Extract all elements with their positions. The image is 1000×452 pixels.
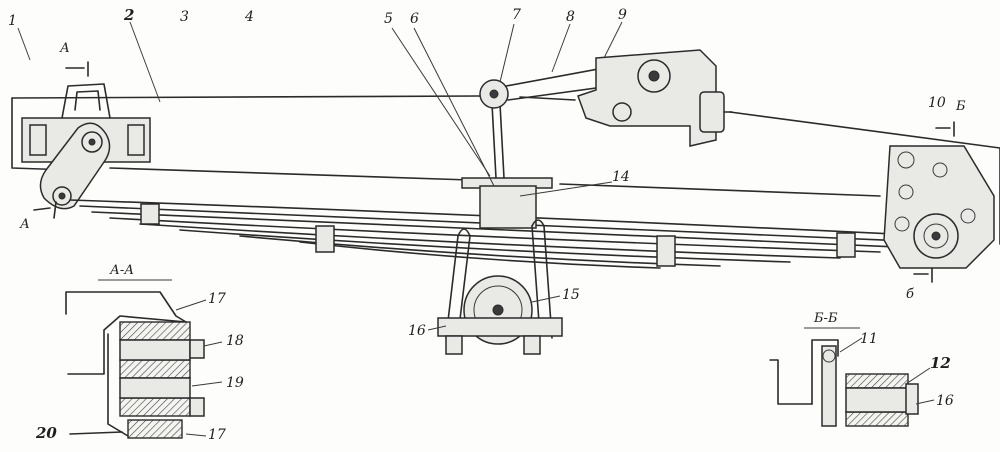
frame-side-member bbox=[11, 95, 1000, 245]
section-mark-b-top: Б bbox=[956, 99, 966, 114]
callout-6: 6 bbox=[410, 11, 419, 27]
callout-16: 16 bbox=[408, 323, 426, 339]
callout-20: 20 bbox=[36, 424, 57, 442]
section-a-a bbox=[65, 279, 223, 439]
section-mark-a-top: А bbox=[60, 41, 70, 56]
callout-17-bottom: 17 bbox=[208, 427, 226, 443]
rear-bracket-10 bbox=[883, 145, 995, 269]
callout-8: 8 bbox=[566, 9, 575, 25]
section-b-b bbox=[769, 327, 935, 427]
leader-lines bbox=[17, 21, 623, 331]
callout-17-top: 17 bbox=[208, 291, 226, 307]
callout-3: 3 bbox=[180, 9, 189, 25]
callout-15: 15 bbox=[562, 287, 580, 303]
callout-19: 19 bbox=[226, 375, 244, 391]
callout-14: 14 bbox=[612, 169, 630, 185]
shock-absorber bbox=[505, 49, 733, 147]
callout-10: 10 bbox=[928, 95, 946, 111]
callout-11: 11 bbox=[860, 331, 878, 347]
section-a-a-title: А-А bbox=[110, 263, 135, 278]
callout-1: 1 bbox=[8, 13, 17, 29]
section-mark-a-bottom: А bbox=[20, 217, 30, 232]
callout-18: 18 bbox=[226, 333, 244, 349]
front-bracket-1 bbox=[21, 83, 151, 210]
callout-5: 5 bbox=[384, 11, 393, 27]
callout-12: 12 bbox=[930, 354, 951, 372]
section-b-b-title: Б-Б bbox=[814, 311, 838, 326]
callout-2: 2 bbox=[124, 6, 135, 24]
callout-7: 7 bbox=[512, 7, 521, 23]
callout-4: 4 bbox=[245, 9, 254, 25]
axle-attachment bbox=[437, 79, 563, 355]
section-mark-b-bottom: б bbox=[906, 287, 914, 302]
callout-9: 9 bbox=[618, 7, 627, 23]
callout-16-b: 16 bbox=[936, 393, 954, 409]
section-marks bbox=[33, 61, 955, 283]
